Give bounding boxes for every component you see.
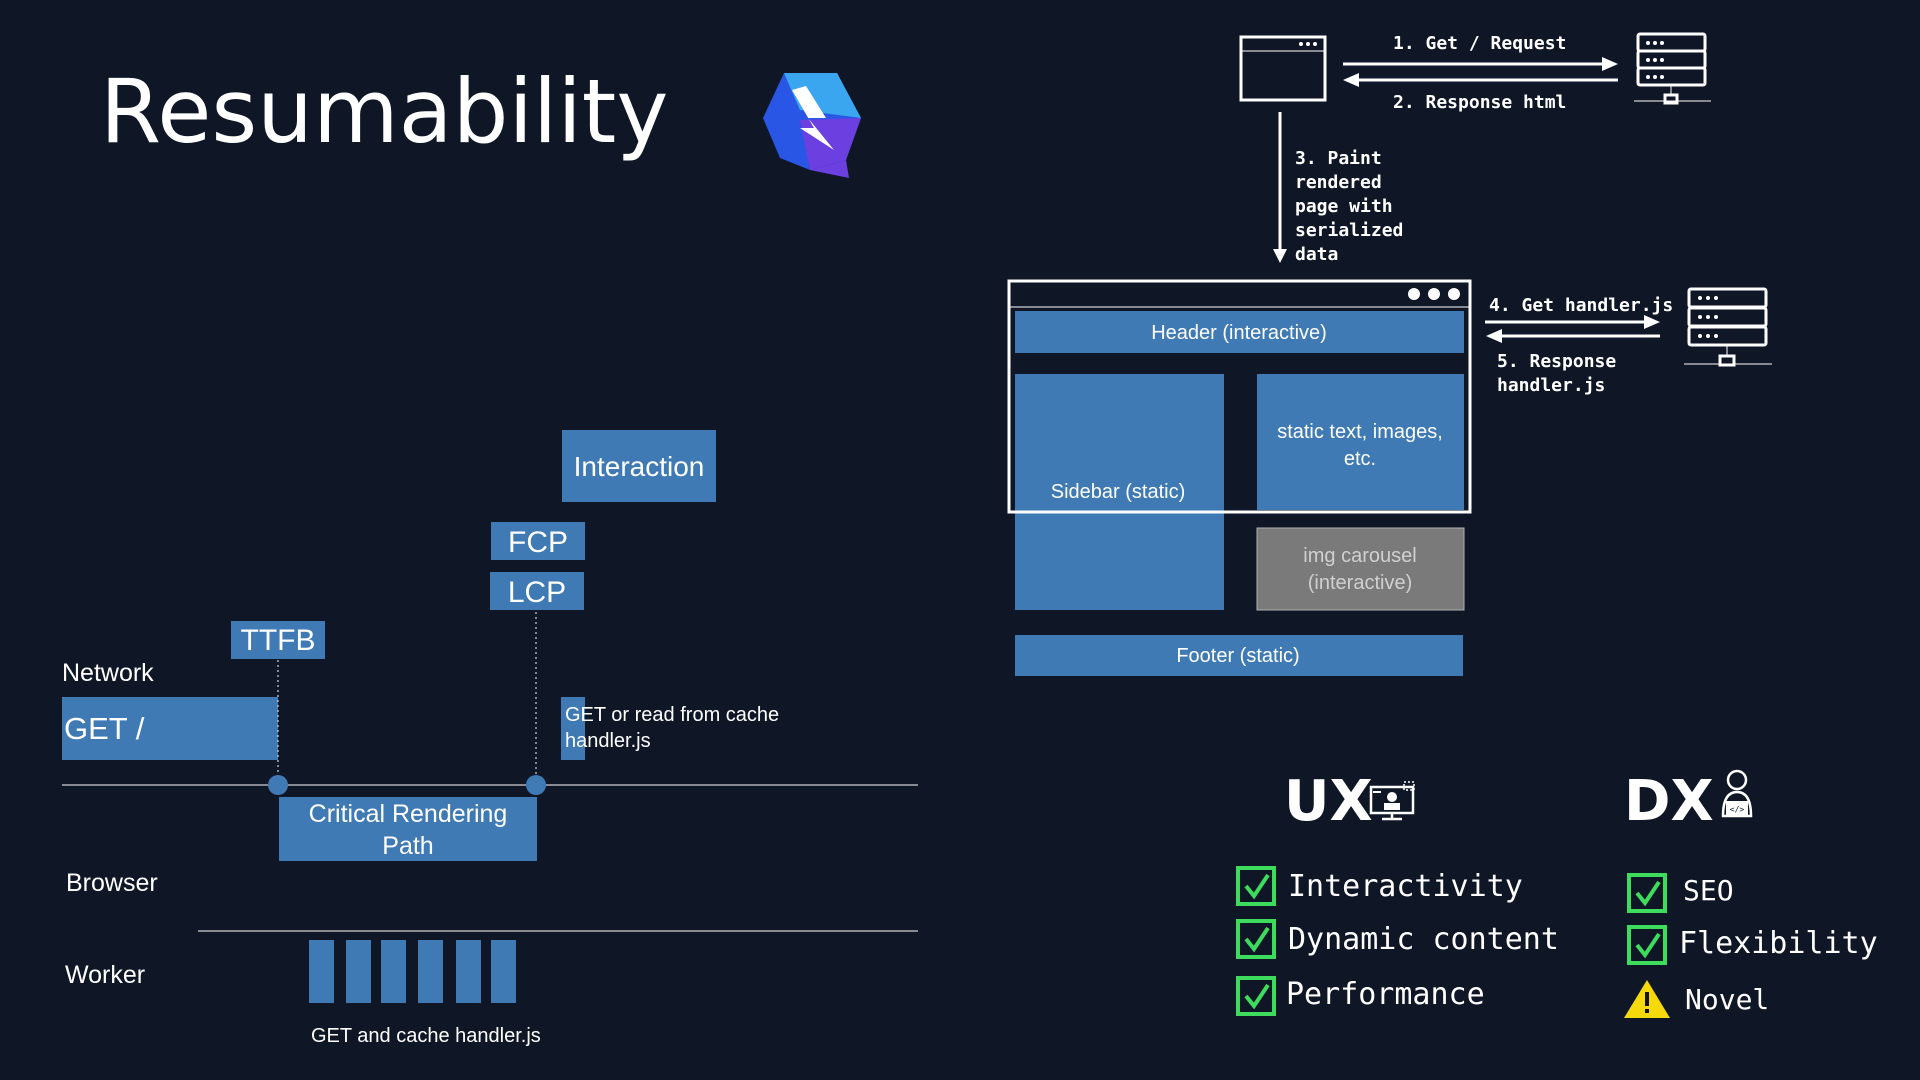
svg-text:Novel: Novel	[1685, 983, 1769, 1016]
svg-text:page with: page with	[1295, 196, 1393, 217]
lcp-box	[490, 572, 584, 610]
carousel-line1: img carousel	[1303, 545, 1416, 567]
step1-label: 1. Get / Request	[1393, 33, 1566, 54]
critical-rendering-path-box	[279, 797, 537, 861]
interaction-label: Interaction	[574, 451, 705, 482]
static-content-line2: etc.	[1344, 448, 1376, 470]
step5-label: 5. Response handler.js	[1497, 351, 1616, 396]
server-icon	[1684, 287, 1772, 367]
request-arrow	[1343, 57, 1618, 71]
fcp-label: FCP	[508, 526, 568, 559]
worker-bars	[309, 940, 516, 1003]
sidebar-block-label: Sidebar (static)	[1051, 481, 1186, 503]
svg-text:3. Paint: 3. Paint	[1295, 148, 1382, 169]
svg-text:SEO: SEO	[1683, 874, 1734, 907]
lcp-label: LCP	[508, 576, 566, 609]
svg-text:Flexibility: Flexibility	[1679, 926, 1878, 961]
checkbox-icon	[1236, 866, 1276, 906]
svg-text:handler.js: handler.js	[1497, 375, 1605, 396]
fcp-box	[491, 522, 585, 560]
svg-text:serialized: serialized	[1295, 220, 1403, 241]
static-content-block	[1257, 374, 1464, 510]
checkmark	[1244, 873, 1270, 900]
footer-block-label: Footer (static)	[1176, 645, 1299, 667]
qwik-logo-icon	[763, 73, 861, 178]
static-content-line1: static text, images,	[1277, 421, 1443, 443]
lcp-marker	[526, 775, 546, 795]
warning-icon	[1624, 980, 1670, 1018]
svg-text:Interactivity: Interactivity	[1288, 869, 1523, 904]
ux-monitor-icon	[1369, 781, 1415, 821]
dx-item: Flexibility	[1627, 925, 1878, 965]
step3-label: 3. Paint rendered page with serialized d…	[1295, 148, 1403, 265]
crp-line1: Critical Rendering	[309, 800, 508, 828]
checkbox-icon	[1627, 925, 1667, 965]
page-frame-edge	[1007, 279, 1472, 514]
svg-text:</>: </>	[1730, 805, 1745, 814]
dx-developer-icon: </>	[1721, 769, 1753, 818]
ttfb-box	[231, 621, 325, 659]
handler-response-arrow	[1486, 329, 1660, 343]
svg-text:Performance: Performance	[1286, 977, 1485, 1012]
browser-window-icon	[1239, 35, 1327, 102]
checkbox-icon	[1236, 919, 1276, 959]
page-title: Resumability	[100, 60, 668, 163]
checkbox-icon	[1236, 976, 1276, 1016]
dx-item: SEO	[1627, 873, 1734, 913]
worker-bar	[381, 940, 406, 1003]
checkmark	[1244, 926, 1270, 953]
header-block	[1015, 311, 1464, 353]
worker-caption: GET and cache handler.js	[311, 1025, 541, 1047]
ux-item: Interactivity	[1236, 866, 1523, 906]
dx-item: Novel	[1624, 980, 1769, 1018]
ux-item: Performance	[1236, 976, 1485, 1016]
cache-read-line1: GET or read from cache	[565, 704, 779, 726]
network-label: Network	[62, 659, 154, 687]
get-request-bar	[62, 697, 278, 760]
page-frame-dots	[1408, 288, 1460, 300]
worker-bar	[309, 940, 334, 1003]
svg-text:5. Response: 5. Response	[1497, 351, 1616, 372]
worker-bar	[456, 940, 481, 1003]
cache-read-line2: handler.js	[565, 730, 651, 752]
carousel-block	[1256, 527, 1465, 611]
interaction-box	[562, 430, 716, 502]
worker-bar	[418, 940, 443, 1003]
worker-bar	[346, 940, 371, 1003]
worker-label: Worker	[65, 961, 145, 989]
svg-text:rendered: rendered	[1295, 172, 1382, 193]
dx-heading: DX	[1624, 769, 1714, 834]
svg-text:Dynamic content: Dynamic content	[1288, 922, 1559, 957]
cache-read-bar	[561, 697, 585, 760]
ttfb-marker	[268, 775, 288, 795]
server-icon	[1634, 32, 1711, 105]
ux-heading: UX	[1284, 769, 1373, 834]
response-arrow	[1343, 73, 1618, 87]
paint-arrow	[1273, 112, 1287, 263]
worker-bar	[491, 940, 516, 1003]
handler-request-arrow	[1485, 315, 1660, 329]
step4-label: 4. Get handler.js	[1489, 295, 1673, 316]
get-request-label: GET /	[64, 711, 145, 746]
checkmark	[1635, 880, 1661, 907]
ttfb-label: TTFB	[241, 624, 316, 657]
header-block-label: Header (interactive)	[1151, 322, 1327, 344]
checkmark	[1635, 932, 1661, 959]
checkbox-icon	[1627, 873, 1667, 913]
crp-line2: Path	[382, 832, 433, 860]
checkmark	[1244, 983, 1270, 1010]
sidebar-block	[1015, 374, 1224, 610]
carousel-line2: (interactive)	[1308, 572, 1412, 594]
step2-label: 2. Response html	[1393, 92, 1566, 113]
footer-block	[1015, 635, 1463, 676]
ux-item: Dynamic content	[1236, 919, 1559, 959]
svg-text:data: data	[1295, 244, 1338, 265]
browser-label: Browser	[66, 869, 158, 897]
